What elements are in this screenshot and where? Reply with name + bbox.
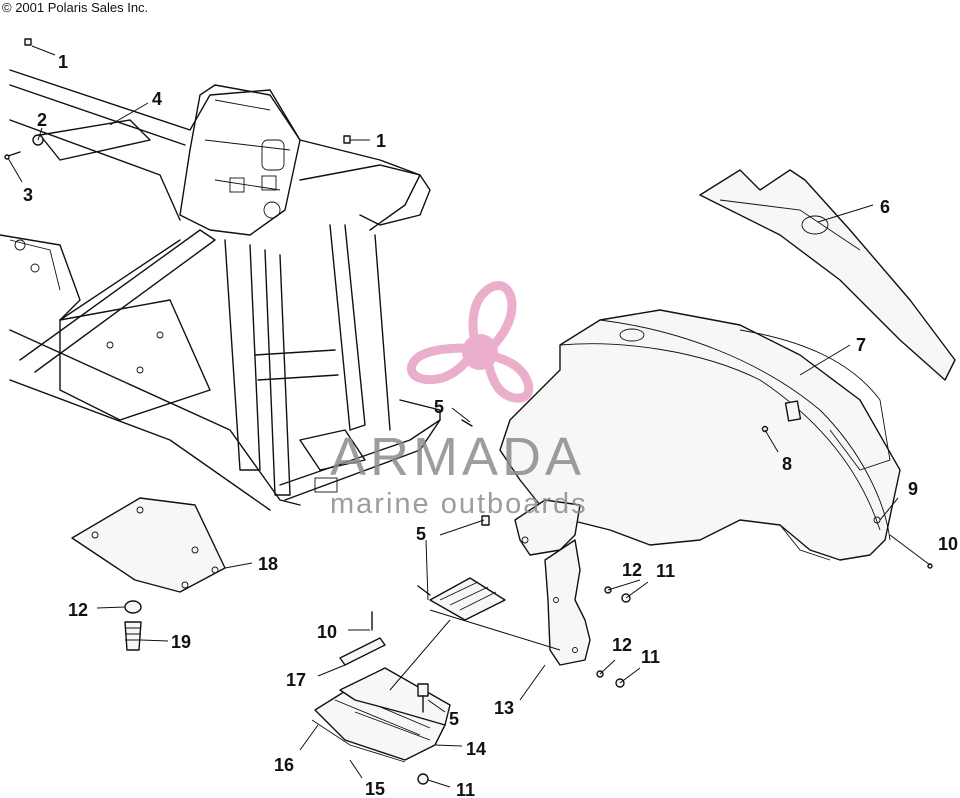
callout-labels: 1 4 2 3 1 6 7 5 8 9 10 5 18 12 11 12 19 … [23,52,958,798]
callout-6: 6 [880,197,890,217]
callout-11: 11 [456,780,475,798]
watermark-brand: ARMADA [330,427,585,487]
callout-10: 10 [938,534,958,554]
callout-19: 19 [171,632,191,652]
leader-lines [7,45,931,788]
part-footrest-bracket [429,577,506,621]
callout-5: 5 [416,524,426,544]
part-small-bracket [339,611,386,666]
callout-2: 2 [37,110,47,130]
callout-4: 4 [152,89,162,109]
callout-1: 1 [58,52,68,72]
callout-1: 1 [376,131,386,151]
propeller-icon [406,281,534,403]
part-mud-flap [544,539,591,666]
callout-5: 5 [434,397,444,417]
part-washer-screw [4,134,44,160]
part-inner-flap [514,499,581,556]
callout-12: 12 [68,600,88,620]
callout-14: 14 [466,739,486,759]
callout-13: 13 [494,698,514,718]
callout-8: 8 [782,454,792,474]
callout-11: 11 [641,647,660,667]
frame-assembly [0,69,441,511]
callout-18: 18 [258,554,278,574]
callout-15: 15 [365,779,385,798]
callout-5: 5 [449,709,459,729]
callout-16: 16 [274,755,294,775]
copyright-notice: © 2001 Polaris Sales Inc. [2,0,149,15]
callout-9: 9 [908,479,918,499]
callout-7: 7 [856,335,866,355]
watermark: ARMADA marine outboards [330,281,588,520]
part-footrest [311,667,451,763]
watermark-tagline: marine outboards [330,488,588,520]
part-grommet-bolt [124,600,142,651]
callout-12: 12 [612,635,632,655]
callout-10: 10 [317,622,337,642]
callout-11: 11 [656,561,675,581]
part-fender-cover [699,169,956,381]
callout-17: 17 [286,670,306,690]
part-front-fender [499,309,901,561]
callout-3: 3 [23,185,33,205]
part-skid-plate [71,497,226,593]
callout-12: 12 [622,560,642,580]
